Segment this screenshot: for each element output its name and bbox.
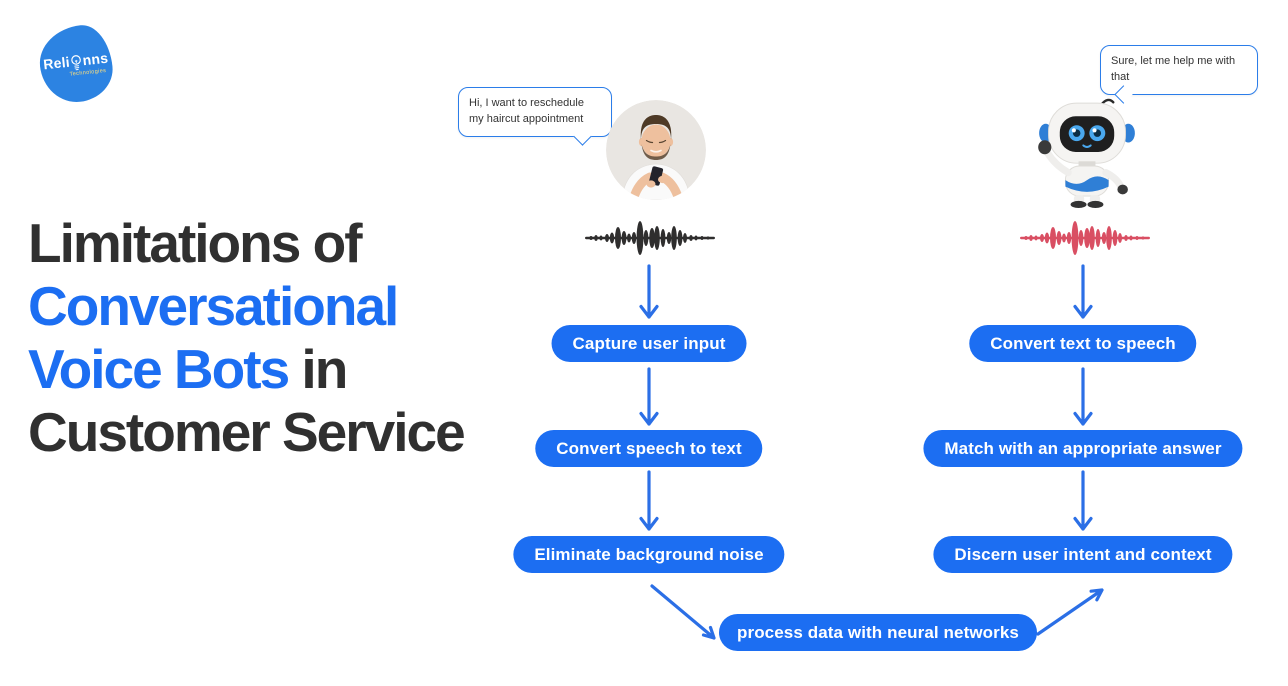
step-convert-speech-to-text: Convert speech to text [535, 430, 763, 467]
step-process-data-neural-networks: process data with neural networks [719, 614, 1037, 651]
title-line-3: Voice Bots in [28, 338, 348, 400]
arrow-convert-to-noise [639, 470, 659, 531]
lightbulb-icon [71, 54, 81, 70]
customer-photo [606, 100, 706, 200]
title-line-4: Customer Service [28, 401, 466, 463]
arrow-capture-to-convert [639, 367, 659, 426]
logo-text-suffix: nns [81, 49, 109, 68]
relinns-logo: Reli nns Technologies [36, 22, 116, 106]
arrow-process-to-discern [1036, 588, 1104, 636]
step-match-appropriate-answer: Match with an appropriate answer [923, 430, 1243, 467]
user-speech-text: Hi, I want to reschedule my haircut appo… [469, 97, 584, 125]
user-speech-bubble: Hi, I want to reschedule my haircut appo… [458, 87, 612, 137]
title-line-2: Conversational [28, 275, 399, 337]
page-title: Limitations of Conversational Voice Bots… [28, 212, 466, 464]
bot-voice-waveform-icon [1020, 221, 1150, 255]
robot-illustration [1026, 92, 1148, 210]
user-voice-waveform-icon [585, 221, 715, 255]
arrow-bot-wave-to-text2speech [1073, 264, 1093, 319]
step-capture-user-input: Capture user input [551, 325, 747, 362]
arrow-match-to-discern [1073, 470, 1093, 531]
step-eliminate-background-noise: Eliminate background noise [513, 536, 785, 573]
arrow-user-wave-to-capture [639, 264, 659, 319]
step-discern-user-intent: Discern user intent and context [933, 536, 1233, 573]
bot-speech-text: Sure, let me help me with that [1111, 55, 1236, 83]
arrow-noise-to-process [650, 584, 716, 640]
title-line-1: Limitations of [28, 212, 363, 274]
bot-speech-bubble: Sure, let me help me with that [1100, 45, 1258, 95]
arrow-text2speech-to-match [1073, 367, 1093, 426]
logo-wordmark: Reli nns [42, 48, 109, 73]
robot-icon [1038, 98, 1135, 209]
step-convert-text-to-speech: Convert text to speech [969, 325, 1197, 362]
logo-text-prefix: Reli [42, 53, 71, 72]
customer-photo-icon [606, 100, 706, 200]
